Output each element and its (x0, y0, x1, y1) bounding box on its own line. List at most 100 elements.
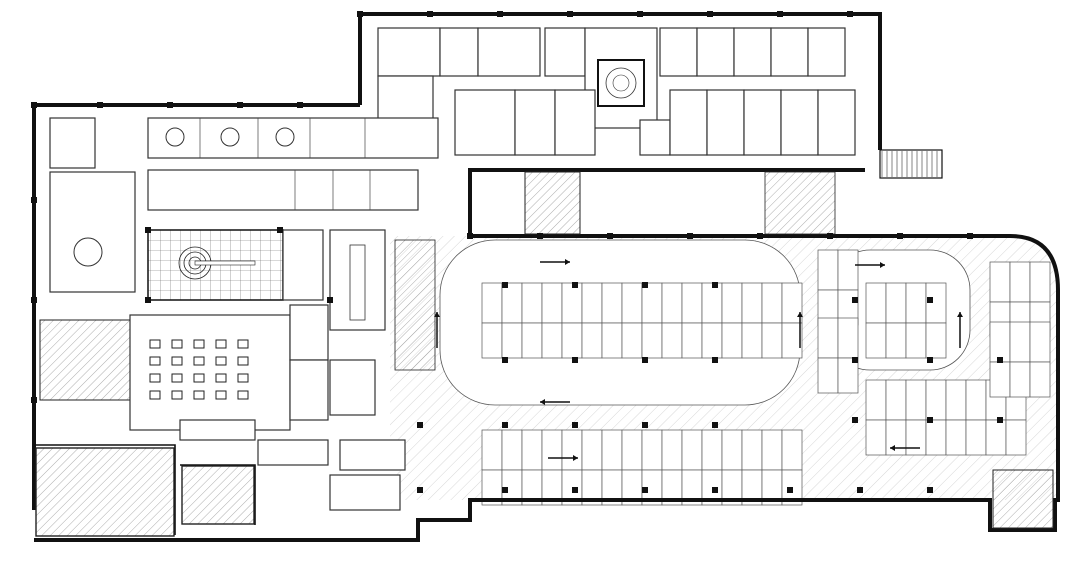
parking-stall (781, 322, 803, 359)
parking-area (390, 236, 1058, 506)
dining-table (237, 339, 249, 349)
parking-stall (641, 322, 663, 359)
column (847, 11, 853, 17)
column (357, 11, 363, 17)
dining-table (171, 339, 183, 349)
dining-table (193, 373, 205, 383)
equipment-room (992, 469, 1054, 529)
column (712, 357, 718, 363)
dining-table (171, 373, 183, 383)
fountain-icon (178, 246, 256, 280)
dining-table (171, 390, 183, 400)
parking-stall (701, 282, 723, 324)
parking-stall (817, 317, 839, 359)
round-table-icon (220, 127, 240, 147)
dining-table (215, 390, 227, 400)
spa-room (770, 27, 809, 77)
parking-stall (817, 249, 839, 291)
spa-room (706, 89, 745, 156)
parking-stall (885, 322, 907, 359)
parking-stall (865, 419, 887, 456)
parking-stall (661, 322, 683, 359)
parking-stall (601, 282, 623, 324)
column (857, 487, 863, 493)
parking-stall (681, 322, 703, 359)
parking-stall (965, 419, 987, 456)
parking-stall (1009, 261, 1031, 303)
dining-table (149, 339, 161, 349)
parking-stall (621, 282, 643, 324)
spa-room (669, 89, 708, 156)
parking-stall (1029, 261, 1051, 303)
column (572, 357, 578, 363)
column (31, 197, 37, 203)
equipment-room (394, 239, 436, 371)
parking-stall (561, 429, 583, 471)
dining-table (149, 356, 161, 366)
column (897, 233, 903, 239)
parking-stall (581, 429, 603, 471)
column (145, 227, 151, 233)
column (97, 102, 103, 108)
parking-stall (989, 261, 1011, 303)
equipment-room (39, 319, 131, 401)
parking-stall (721, 429, 743, 471)
parking-stall (925, 322, 947, 359)
parking-stall (865, 282, 887, 324)
parking-stall (817, 357, 839, 394)
column (687, 233, 693, 239)
lobby-fountain (147, 229, 386, 331)
parking-stall (501, 322, 523, 359)
dining-table (193, 339, 205, 349)
tree-icon (605, 67, 637, 99)
round-table-icon (275, 127, 295, 147)
column (642, 487, 648, 493)
column (237, 102, 243, 108)
parking-stall (761, 282, 783, 324)
spa-room (743, 89, 782, 156)
parking-stall (885, 419, 907, 456)
column (927, 417, 933, 423)
parking-stall (905, 379, 927, 421)
column (712, 422, 718, 428)
storage-room (35, 447, 175, 537)
column (927, 487, 933, 493)
column (607, 233, 613, 239)
column (502, 282, 508, 288)
column (572, 487, 578, 493)
column (642, 282, 648, 288)
column (502, 487, 508, 493)
dining-table (237, 390, 249, 400)
parking-stall (837, 317, 859, 359)
parking-stall (837, 249, 859, 291)
parking-stall (701, 322, 723, 359)
parking-stall (541, 429, 563, 471)
parking-stall (601, 429, 623, 471)
round-table-icon (73, 237, 103, 267)
column (712, 487, 718, 493)
spa-room (659, 27, 698, 77)
column (642, 357, 648, 363)
parking-stall (989, 361, 1011, 398)
parking-stall (501, 282, 523, 324)
dining-table (193, 356, 205, 366)
column (707, 11, 713, 17)
spa-room (807, 27, 846, 77)
parking-stall (761, 322, 783, 359)
parking-stall (1029, 321, 1051, 363)
parking-stall (865, 379, 887, 421)
parking-stall (761, 429, 783, 471)
column (502, 422, 508, 428)
round-table-icon (165, 127, 185, 147)
parking-stall (481, 282, 503, 324)
parking-stall (885, 282, 907, 324)
parking-stall (905, 419, 927, 456)
parking-stall (905, 322, 927, 359)
column (497, 11, 503, 17)
dining-rooms (49, 117, 439, 293)
parking-stall (945, 419, 967, 456)
spa-room (696, 27, 735, 77)
column (787, 487, 793, 493)
spa-room (817, 89, 856, 156)
parking-stall (641, 282, 663, 324)
